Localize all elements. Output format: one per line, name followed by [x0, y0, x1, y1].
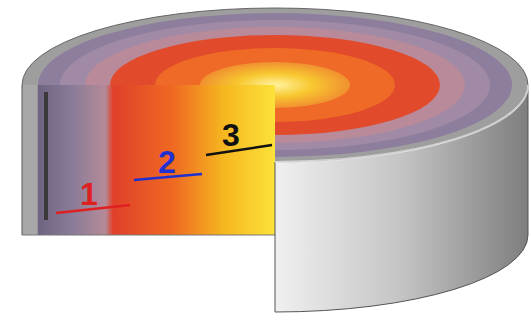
callout-number: 1: [80, 178, 98, 210]
callout-number: 2: [158, 146, 176, 178]
callout-number: 3: [222, 119, 240, 151]
